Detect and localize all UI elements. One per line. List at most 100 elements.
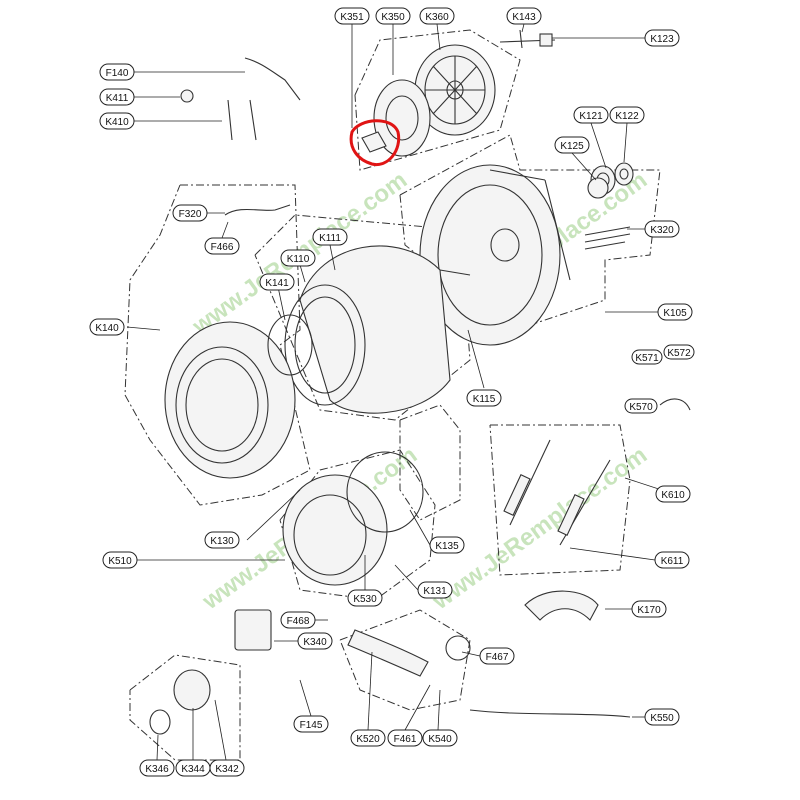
svg-text:K530: K530 — [353, 594, 377, 605]
label-k360: K360 — [419, 7, 455, 25]
svg-text:K550: K550 — [650, 713, 674, 724]
svg-text:K125: K125 — [560, 141, 584, 152]
pump-hose-k520 — [347, 629, 471, 677]
hose-k570 — [659, 398, 691, 411]
label-f145: F145 — [293, 715, 329, 733]
svg-text:F461: F461 — [394, 734, 417, 745]
svg-text:K570: K570 — [629, 402, 653, 413]
svg-text:F145: F145 — [300, 720, 323, 731]
outline-motor — [354, 29, 521, 171]
label-k530: K530 — [347, 589, 383, 607]
svg-text:K123: K123 — [650, 34, 674, 45]
svg-text:K122: K122 — [615, 111, 639, 122]
bolt-k123 — [499, 29, 556, 49]
label-k540: K540 — [422, 729, 458, 747]
label-k340: K340 — [297, 632, 333, 650]
svg-text:K105: K105 — [663, 308, 687, 319]
label-k572: K572 — [663, 344, 695, 360]
label-k135: K135 — [429, 536, 465, 554]
label-k111: K111 — [312, 228, 348, 246]
watermark-bottom-right: www.JeRemplace.com — [427, 441, 652, 615]
svg-text:K143: K143 — [512, 12, 536, 23]
svg-text:K572: K572 — [667, 348, 691, 359]
cable-k550 — [469, 709, 631, 718]
rotor-k350 — [373, 79, 431, 157]
label-k123: K123 — [644, 29, 680, 47]
outline-left-tub — [124, 184, 311, 506]
svg-text:K320: K320 — [650, 225, 674, 236]
label-f140: F140 — [99, 63, 135, 81]
label-f320: F320 — [172, 204, 208, 222]
label-k122: K122 — [609, 106, 645, 124]
outline-dampers — [489, 424, 631, 576]
label-k411: K411 — [99, 88, 135, 106]
svg-text:F468: F468 — [287, 616, 310, 627]
label-f468: F468 — [280, 611, 316, 629]
svg-text:K141: K141 — [265, 278, 289, 289]
label-k350: K350 — [375, 7, 411, 25]
outline-drum — [254, 214, 471, 421]
svg-text:K571: K571 — [635, 353, 659, 364]
dampers-k610 — [503, 439, 611, 546]
label-k141: K141 — [259, 273, 295, 291]
svg-text:K510: K510 — [108, 556, 132, 567]
group-outlines — [124, 29, 661, 761]
label-k342: K342 — [209, 759, 245, 777]
front-tub-k140 — [164, 321, 296, 479]
svg-text:K540: K540 — [428, 734, 452, 745]
svg-text:K410: K410 — [105, 117, 129, 128]
svg-text:K346: K346 — [145, 764, 169, 775]
label-k320: K320 — [644, 220, 680, 238]
svg-text:K130: K130 — [210, 536, 234, 547]
label-k510: K510 — [102, 551, 138, 569]
parts — [149, 29, 691, 735]
svg-text:K170: K170 — [637, 605, 661, 616]
label-k110: K110 — [280, 249, 316, 267]
gasket-k141 — [267, 314, 313, 376]
label-k570: K570 — [624, 398, 658, 414]
drum-k110 — [284, 245, 471, 414]
svg-text:K351: K351 — [340, 12, 364, 23]
svg-text:K360: K360 — [425, 12, 449, 23]
bearings — [587, 162, 634, 199]
label-k125: K125 — [554, 136, 590, 154]
svg-text:K110: K110 — [287, 254, 310, 265]
door-boot-k510 — [282, 474, 388, 586]
label-k346: K346 — [139, 759, 175, 777]
svg-text:K340: K340 — [303, 637, 327, 648]
label-f461: F461 — [387, 729, 423, 747]
hinge-k170 — [524, 590, 599, 621]
label-k520: K520 — [350, 729, 386, 747]
svg-text:K411: K411 — [106, 93, 129, 104]
outline-base — [399, 404, 461, 521]
highlight-ring — [349, 119, 401, 167]
label-k143: K143 — [506, 7, 542, 25]
svg-text:K135: K135 — [435, 541, 459, 552]
label-k571: K571 — [631, 349, 663, 365]
pulley-k360 — [414, 44, 496, 136]
svg-text:F466: F466 — [211, 242, 234, 253]
svg-text:K140: K140 — [95, 323, 119, 334]
label-k550: K550 — [644, 708, 680, 726]
hall-sensor-k351 — [349, 119, 401, 167]
svg-text:F320: F320 — [179, 209, 202, 220]
svg-text:K115: K115 — [473, 394, 496, 405]
outline-rear-tub — [399, 134, 661, 341]
label-k105: K105 — [657, 303, 693, 321]
label-k610: K610 — [655, 485, 691, 503]
svg-text:K520: K520 — [356, 734, 380, 745]
label-k344: K344 — [175, 759, 211, 777]
svg-text:K350: K350 — [381, 12, 405, 23]
part-labels: K351 K350 K360 K143 K123 F140 K411 K410 … — [89, 7, 695, 777]
svg-text:K111: K111 — [319, 233, 341, 244]
svg-text:F467: F467 — [486, 652, 509, 663]
leader-lines — [126, 23, 672, 761]
label-k115: K115 — [466, 389, 502, 407]
sump-k344 — [149, 669, 211, 735]
clamp-ring-k135 — [346, 451, 424, 533]
label-k131: K131 — [417, 581, 453, 599]
label-k121: K121 — [573, 106, 609, 124]
outline-pump — [339, 609, 471, 711]
label-f467: F467 — [479, 647, 515, 665]
